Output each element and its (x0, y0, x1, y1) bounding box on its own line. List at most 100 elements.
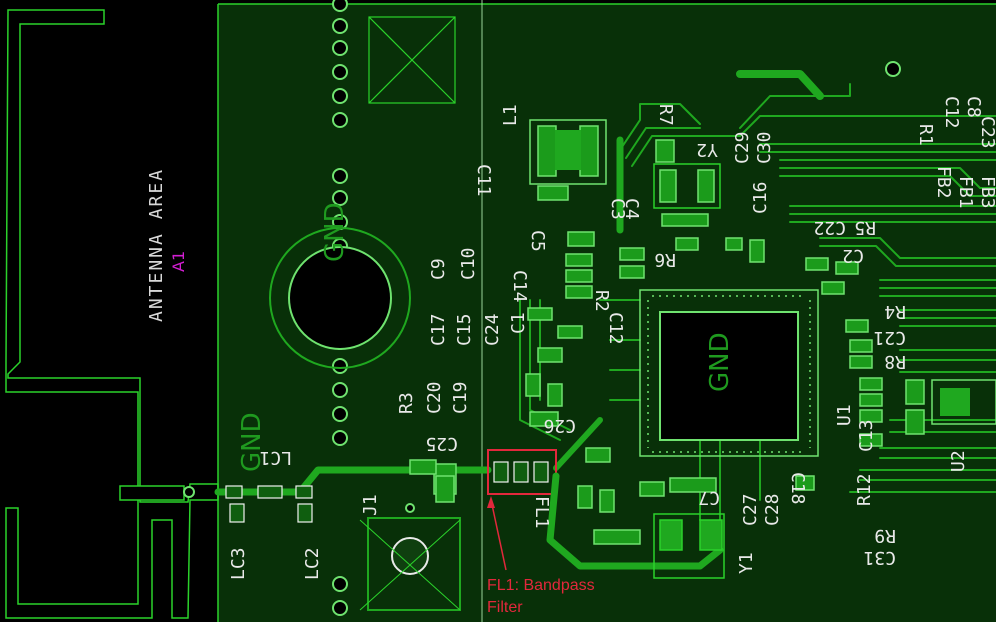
c17-label-group: C17 (428, 313, 449, 346)
r9-label-group: R9 (874, 525, 896, 546)
r1-label-group: R1 (915, 124, 936, 146)
regulator-u2 (931, 379, 996, 425)
u2-label-group: U2 (948, 450, 969, 472)
fb3-label: FB3 (977, 176, 996, 209)
fl1-label: FL1 (531, 496, 552, 529)
antenna-ref-group: A1 (169, 251, 188, 272)
c15-label: C15 (454, 313, 475, 346)
c9-label-group: C9 (428, 258, 449, 280)
annotation-line1: FL1: Bandpass (487, 577, 595, 594)
r8-label: R8 (884, 351, 906, 372)
smd-pads (409, 139, 925, 545)
c10-label-group: C10 (458, 247, 479, 280)
u2-label: U2 (948, 450, 969, 472)
fl1-label-group: FL1 (531, 496, 552, 529)
r2-label-group: R2 (591, 290, 612, 312)
crystal-y2 (653, 163, 721, 209)
c4-label: C4 (621, 198, 642, 220)
u1-label-group: U1 (834, 404, 855, 426)
r1-label: R1 (915, 124, 936, 146)
r6-label-group: R6 (654, 249, 676, 270)
c4-label-group: C4 (621, 198, 642, 220)
c3-label: C3 (607, 198, 628, 220)
c12b-label-group: C12 (941, 96, 962, 129)
c13-label: C13 (856, 419, 877, 452)
r7-label: R7 (655, 104, 676, 126)
c8-label-group: C8 (963, 96, 984, 118)
c25-label: C25 (425, 433, 458, 454)
c11-label-group: C11 (473, 164, 494, 197)
c14-label: C14 (509, 270, 530, 303)
test-pad-x (368, 16, 456, 104)
c21-label: C21 (873, 327, 906, 348)
c5-label: C5 (527, 230, 548, 252)
j1-connector (359, 463, 461, 611)
gnd-label-lower: GND (237, 412, 267, 472)
c12-label-group: C12 (605, 312, 626, 345)
power-trace (546, 472, 724, 570)
r12-label-group: R12 (854, 473, 875, 506)
c21-label-group: C21 (873, 327, 906, 348)
r8-label-group: R8 (884, 351, 906, 372)
l1-label-group: L1 (500, 104, 521, 126)
c7-label-group: C7 (698, 487, 720, 508)
lc1-label: LC1 (259, 447, 292, 468)
j1-label-group: J1 (360, 494, 381, 516)
fb1-label-group: FB1 (955, 176, 976, 209)
antenna-area-label: ANTENNA AREA (146, 168, 167, 322)
silkscreen: L1 C11 C5 C14 C9 C10 C17 C15 C24 C1 R3 C… (228, 96, 996, 580)
ic-gnd-group: GND (705, 332, 735, 392)
fl1-filter (487, 449, 557, 495)
r4-label: R4 (884, 301, 906, 322)
c20-label-group: C20 (424, 381, 445, 414)
c1-label: C1 (508, 312, 529, 334)
c26-label: C26 (543, 415, 576, 436)
l1-label: L1 (500, 104, 521, 126)
c31-label-group: C31 (863, 547, 896, 568)
c19-label-group: C19 (450, 381, 471, 414)
r5-label: R5 (854, 217, 876, 238)
c28-label-group: C28 (762, 493, 783, 526)
fb2-label-group: FB2 (933, 166, 954, 199)
c3-label-group: C3 (607, 198, 628, 220)
r2-label: R2 (591, 290, 612, 312)
j1-label: J1 (360, 494, 381, 516)
r5-label-group: R5 (854, 217, 876, 238)
r7-label-group: R7 (655, 104, 676, 126)
c10-label: C10 (458, 247, 479, 280)
c20-label: C20 (424, 381, 445, 414)
main-ic-u1: GND (639, 289, 819, 457)
vias (183, 61, 901, 513)
c22-label-group: C22 (813, 217, 846, 238)
c2-label-group: C2 (842, 245, 864, 266)
y2-label-group: Y2 (696, 139, 718, 160)
lc3-label-group: LC3 (228, 547, 249, 580)
c17-label: C17 (428, 313, 449, 346)
c7-label: C7 (698, 487, 720, 508)
antenna-feed (119, 485, 185, 501)
c27-label: C27 (740, 493, 761, 526)
ic-gnd-label: GND (705, 332, 735, 392)
fb1-label: FB1 (955, 176, 976, 209)
rf-out-trace (553, 417, 603, 471)
antenna-ref-label: A1 (169, 251, 188, 272)
antenna-trace (5, 9, 219, 619)
lc2-label-group: LC2 (302, 547, 323, 580)
lc3-label: LC3 (228, 547, 249, 580)
c12b-label: C12 (941, 96, 962, 129)
gnd-label-group-2: GND (237, 412, 267, 472)
c23-label: C23 (977, 116, 996, 149)
c15-label-group: C15 (454, 313, 475, 346)
l1-component (529, 119, 607, 185)
c16-label-group: C16 (750, 181, 771, 214)
u1-label: U1 (834, 404, 855, 426)
lc1-label-group: LC1 (259, 447, 292, 468)
c30-label-group: C30 (754, 131, 775, 164)
r6-label: R6 (654, 249, 676, 270)
mounting-hole (269, 227, 411, 369)
c24-label-group: C24 (482, 313, 503, 346)
r4-label-group: R4 (884, 301, 906, 322)
c25-label-group: C25 (425, 433, 458, 454)
